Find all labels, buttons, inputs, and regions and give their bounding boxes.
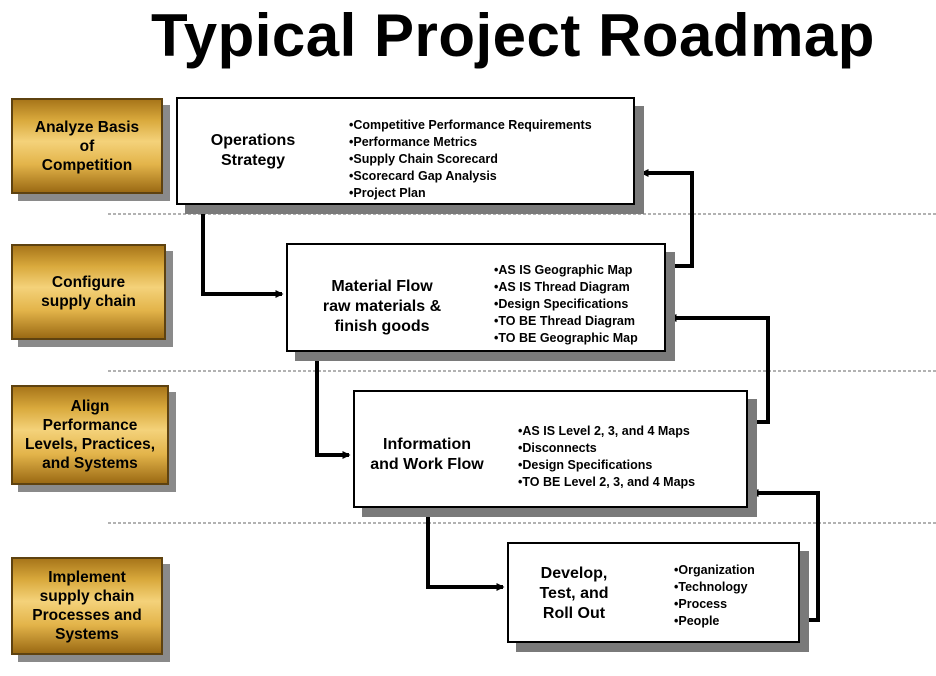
phase-align-performance: Align Performance Levels, Practices, and… <box>11 385 169 485</box>
list-item: Disconnects <box>518 440 695 457</box>
list-item: People <box>674 613 755 630</box>
box-material-flow: Material Flow raw materials & finish goo… <box>286 243 666 352</box>
list-item: Design Specifications <box>494 296 638 313</box>
flow-arrow-strategy-to-material <box>201 206 284 298</box>
list-item: Organization <box>674 562 754 579</box>
deliverables-list: AS IS Geographic Map AS IS Thread Diagra… <box>494 262 638 347</box>
deliverables-list: Competitive Performance Requirements Per… <box>349 117 592 202</box>
box-information-work-flow: Information and Work Flow AS IS Level 2,… <box>353 390 748 508</box>
list-item: Design Specifications <box>518 457 695 474</box>
list-item: TO BE Geographic Map <box>494 330 637 347</box>
list-item: Supply Chain Scorecard <box>349 151 592 168</box>
list-item: AS IS Level 2, 3, and 4 Maps <box>518 423 695 440</box>
list-item: TO BE Thread Diagram <box>494 313 638 330</box>
box-heading: Information and Work Flow <box>370 436 484 473</box>
list-item: AS IS Geographic Map <box>494 262 638 279</box>
deliverables-list: AS IS Level 2, 3, and 4 Maps Disconnects… <box>518 423 695 491</box>
list-item: Performance Metrics <box>349 134 592 151</box>
phase-configure-supply-chain: Configure supply chain <box>11 244 166 340</box>
box-operations-strategy: Operations Strategy Competitive Performa… <box>176 97 635 205</box>
phase-analyze-competition: Analyze Basis of Competition <box>11 98 163 194</box>
list-item: Competitive Performance Requirements <box>349 117 591 134</box>
flow-arrow-material-to-information <box>315 352 351 459</box>
list-item: Process <box>674 596 755 613</box>
list-item: AS IS Thread Diagram <box>494 279 638 296</box>
deliverables-list: Organization Technology Process People <box>674 562 755 630</box>
box-heading: Material Flow raw materials & finish goo… <box>322 278 442 335</box>
box-develop-test-rollout: Develop, Test, and Roll Out Organization… <box>507 542 800 643</box>
list-item: Project Plan <box>349 185 592 202</box>
list-item: Technology <box>674 579 755 596</box>
box-heading: Develop, Test, and Roll Out <box>539 565 609 622</box>
list-item: Scorecard Gap Analysis <box>349 168 592 185</box>
list-item: TO BE Level 2, 3, and 4 Maps <box>518 474 695 491</box>
box-heading: Operations Strategy <box>210 132 296 169</box>
flow-arrow-information-to-rollout <box>426 511 505 591</box>
phase-implement-systems: Implement supply chain Processes and Sys… <box>11 557 163 655</box>
page-title: Typical Project Roadmap <box>151 2 875 69</box>
